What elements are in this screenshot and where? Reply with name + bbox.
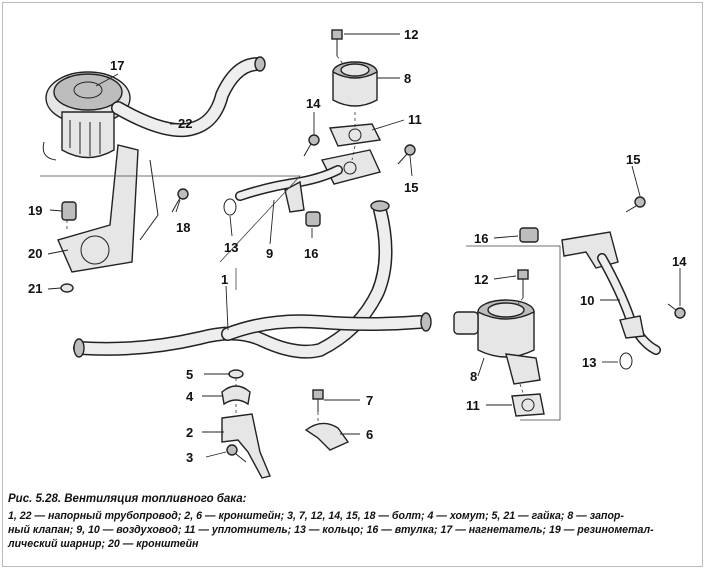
callout-16-right: 16 (474, 231, 488, 246)
callout-13-right: 13 (582, 355, 596, 370)
bolt-14-right (667, 303, 686, 319)
caption-title: Рис. 5.28. Вентиляция топливного бака: (8, 493, 247, 505)
ring-13-right (619, 352, 633, 370)
clamp-4 (221, 385, 251, 406)
callout-17: 17 (110, 58, 124, 73)
seal-11-lower (511, 393, 545, 417)
callout-12-top: 12 (404, 27, 418, 42)
callout-1: 1 (221, 272, 228, 287)
callout-11-lower: 11 (466, 398, 480, 413)
bolt-18 (171, 188, 189, 213)
bolt-3 (226, 444, 247, 463)
callout-6: 6 (366, 427, 373, 442)
callout-20: 20 (28, 246, 42, 261)
ring-13-left (223, 198, 237, 216)
bracket-6 (304, 422, 350, 451)
seal-11-top (328, 123, 382, 147)
caption-line-3: лический шарнир; 20 — кронштейн (8, 538, 199, 550)
callout-22: 22 (178, 116, 192, 131)
pressure-pipe-1 (73, 200, 432, 359)
callout-2: 2 (186, 425, 193, 440)
callout-21: 21 (28, 281, 42, 296)
shutoff-valve-8-lower (453, 299, 541, 385)
callout-14-right: 14 (672, 254, 687, 269)
frame-lines (40, 175, 561, 421)
callout-9: 9 (266, 246, 273, 261)
callout-14-top: 14 (306, 96, 321, 111)
figure-caption: Рис. 5.28. Вентиляция топливного бака: 1… (8, 492, 698, 551)
callout-18: 18 (176, 220, 190, 235)
flange-top (320, 149, 381, 185)
rubber-metal-joint-19 (61, 201, 77, 221)
air-duct-10 (561, 231, 661, 355)
nut-5 (228, 369, 244, 379)
caption-line-2: ный клапан; 9, 10 — воздуховод; 11 — упл… (8, 524, 654, 536)
leader-lines (47, 33, 681, 458)
shutoff-valve-8-top (332, 61, 378, 107)
callout-8-top: 8 (404, 71, 411, 86)
air-pump-17 (42, 71, 131, 161)
bolt-14-top (303, 134, 320, 157)
exploded-diagram: 17 22 19 20 21 18 12 8 14 11 15 13 9 16 … (28, 27, 687, 479)
bolt-12-top (331, 29, 343, 56)
bolt-15-right (625, 196, 646, 213)
bolt-15-top (397, 144, 416, 165)
callout-12-lower: 12 (474, 272, 488, 287)
callout-10: 10 (580, 293, 594, 308)
bushing-16-top (305, 211, 321, 227)
callout-16-top: 16 (304, 246, 318, 261)
callout-labels: 17 22 19 20 21 18 12 8 14 11 15 13 9 16 … (28, 27, 687, 465)
callout-19: 19 (28, 203, 42, 218)
bushing-16-right (519, 227, 539, 243)
callout-15-right: 15 (626, 152, 640, 167)
callout-8-lower: 8 (470, 369, 477, 384)
callout-11-top: 11 (408, 112, 422, 127)
bracket-20 (57, 144, 159, 273)
bracket-2 (221, 413, 271, 479)
pressure-pipe-22 (111, 56, 266, 138)
callout-4: 4 (186, 389, 194, 404)
callout-5: 5 (186, 367, 193, 382)
callout-7: 7 (366, 393, 373, 408)
callout-3: 3 (186, 450, 193, 465)
bolt-7 (312, 389, 324, 412)
callout-13-left: 13 (224, 240, 238, 255)
caption-line-1: 1, 22 — напорный трубопровод; 2, 6 — кро… (8, 510, 624, 522)
guide-lines (66, 55, 525, 424)
air-duct-9 (235, 165, 343, 213)
nut-21 (60, 283, 74, 293)
callout-15-top: 15 (404, 180, 418, 195)
bolt-12-lower (517, 269, 529, 298)
